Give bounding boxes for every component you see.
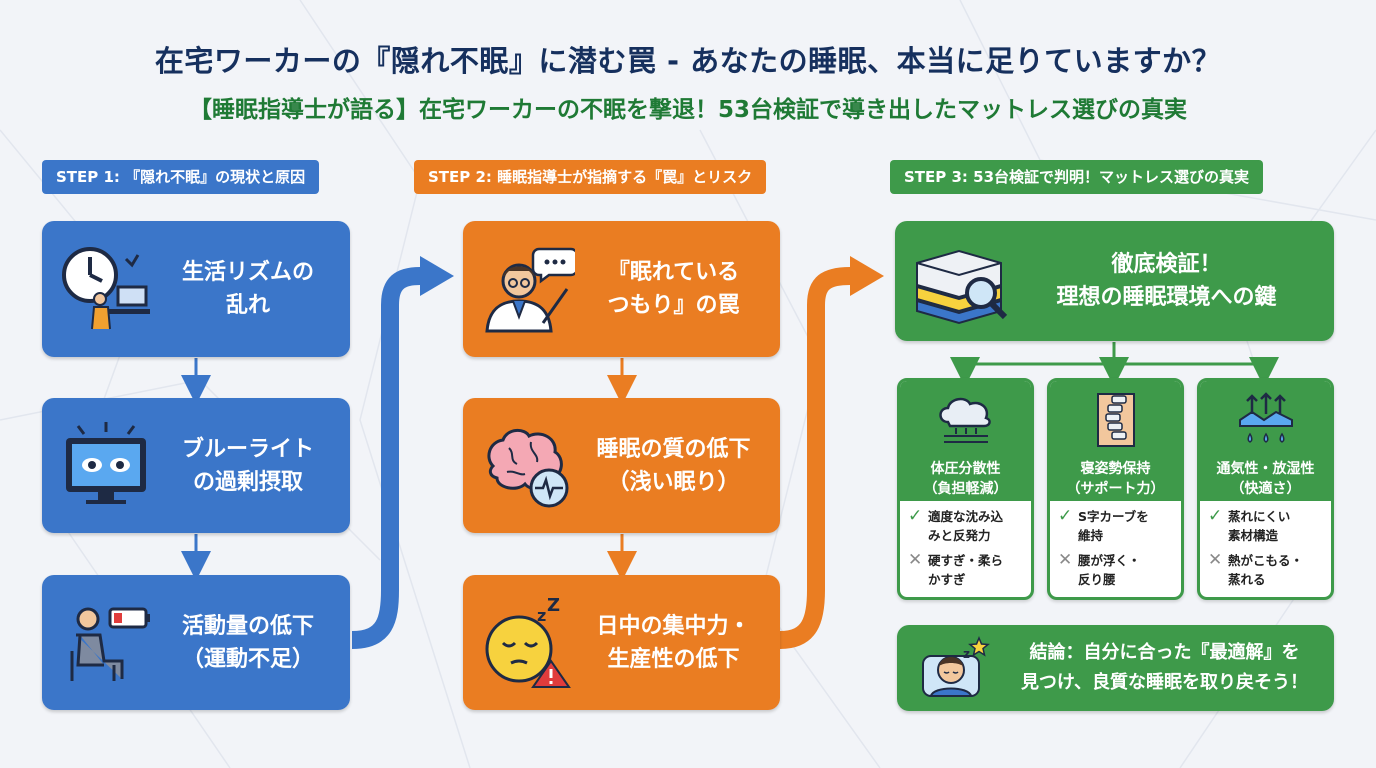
card2-good: ✓ S字カーブを維持 xyxy=(1050,507,1181,545)
step2-box-productivity: z Z 日中の集中力・生産性の低下 xyxy=(463,575,780,710)
card3-bad-line1: 熱がこもる・ xyxy=(1228,553,1304,568)
card1-good-line2: みと反発力 xyxy=(928,528,991,543)
card3-bad: ✕ 熱がこもる・蒸れる xyxy=(1200,551,1331,589)
card1-title-line2: （負担軽減） xyxy=(923,481,1008,497)
step1-box1-line1: 生活リズムの xyxy=(181,260,314,285)
mattress-magnifier-icon xyxy=(909,231,1009,331)
cross-icon: ✕ xyxy=(908,550,923,570)
step1-box-bluelight: ブルーライトの過剰摂取 xyxy=(42,398,350,533)
card2-bad-line1: 腰が浮く・ xyxy=(1078,553,1141,568)
page-subtitle: 【睡眠指導士が語る】在宅ワーカーの不眠を撃退！53台検証で導き出したマットレス選… xyxy=(188,97,1187,123)
arrow-step2-to-step3 xyxy=(779,267,851,649)
step2-box1-line1: 『眠れている xyxy=(607,260,740,285)
card3-good: ✓ 蒸れにくい素材構造 xyxy=(1200,507,1331,545)
check-icon: ✓ xyxy=(1208,506,1223,526)
step2-box1-line2: つもり』の罠 xyxy=(607,293,740,318)
card1-bad-line2: かすぎ xyxy=(928,572,966,587)
card2-bad-line2: 反り腰 xyxy=(1078,572,1116,587)
card3-bad-line2: 蒸れる xyxy=(1228,572,1266,587)
page-title: 在宅ワーカーの『隠れ不眠』に潜む罠 - あなたの睡眠、本当に足りていますか？ xyxy=(154,44,1222,78)
card1-bad: ✕ 硬すぎ・柔らかすぎ xyxy=(900,551,1031,589)
card3-title-line1: 通気性・放湿性 xyxy=(1216,461,1315,477)
card1-bad-line1: 硬すぎ・柔ら xyxy=(928,553,1004,568)
arrow-step3-branches xyxy=(965,342,1264,366)
card2-good-line2: 維持 xyxy=(1078,528,1104,543)
sleeping-person-icon: z xyxy=(915,636,995,700)
svg-text:z: z xyxy=(537,606,546,625)
check-icon: ✓ xyxy=(1058,506,1073,526)
step1-label: STEP 1: 『隠れ不眠』の現状と原因 xyxy=(42,160,320,194)
card3-good-line1: 蒸れにくい xyxy=(1228,509,1291,524)
check-icon: ✓ xyxy=(908,506,923,526)
card2-good-line1: S字カーブを xyxy=(1078,509,1149,524)
card2-bad: ✕ 腰が浮く・反り腰 xyxy=(1050,551,1181,589)
card1-good-line1: 適度な沈み込 xyxy=(928,509,1004,524)
step3-main-box: 徹底検証！ 理想の睡眠環境への鍵 xyxy=(895,221,1334,341)
card3-good-line2: 素材構造 xyxy=(1228,528,1279,543)
step1-box2-line2: の過剰摂取 xyxy=(192,469,303,495)
card1-title-line1: 体圧分散性 xyxy=(930,461,1001,477)
step1-box2-line1: ブルーライト xyxy=(181,436,314,462)
step1-box3-line2: （運動不足） xyxy=(181,646,314,672)
step2-box2-line2: （浅い眠り） xyxy=(607,469,740,495)
monitor-eyes-icon xyxy=(56,416,156,516)
svg-text:z: z xyxy=(963,647,970,661)
cloud-pressure-icon xyxy=(900,381,1031,459)
card-breathability: 通気性・放湿性 （快適さ） ✓ 蒸れにくい素材構造 ✕ 熱がこもる・蒸れる xyxy=(1197,378,1334,600)
step3-label: STEP 3: 53台検証で判明！マットレス選びの真実 xyxy=(890,160,1264,194)
card-pressure: 体圧分散性 （負担軽減） ✓ 適度な沈み込みと反発力 ✕ 硬すぎ・柔らかすぎ xyxy=(897,378,1034,600)
airflow-icon xyxy=(1200,381,1331,459)
low-battery-person-icon xyxy=(56,593,156,693)
cross-icon: ✕ xyxy=(1058,550,1073,570)
conclusion-line1: 結論：自分に合った『最適解』を xyxy=(1029,642,1300,663)
step2-box-trap: 『眠れているつもり』の罠 xyxy=(463,221,780,357)
clock-desk-icon xyxy=(56,239,156,339)
step2-label: STEP 2: 睡眠指導士が指摘する『罠』とリスク xyxy=(414,160,767,194)
brain-pulse-icon xyxy=(477,416,577,516)
card2-title-line1: 寝姿勢保持 xyxy=(1080,461,1151,477)
card1-good: ✓ 適度な沈み込みと反発力 xyxy=(900,507,1031,545)
cross-icon: ✕ xyxy=(1208,550,1223,570)
doctor-icon xyxy=(477,239,577,339)
step1-box3-line1: 活動量の低下 xyxy=(181,613,314,639)
step1-box1-line2: 乱れ xyxy=(225,293,270,318)
step2-box-quality: 睡眠の質の低下 （浅い眠り） xyxy=(463,398,780,533)
step1-box-activity: 活動量の低下 （運動不足） xyxy=(42,575,350,710)
step2-box3-line2: 生産性の低下 xyxy=(607,646,740,672)
svg-text:Z: Z xyxy=(547,595,560,616)
step3-main-line1: 徹底検証！ xyxy=(1111,252,1222,277)
card3-title-line2: （快適さ） xyxy=(1230,481,1301,497)
card-posture: 寝姿勢保持 （サポート力） ✓ S字カーブを維持 ✕ 腰が浮く・反り腰 xyxy=(1047,378,1184,600)
conclusion-line2: 見つけ、良質な睡眠を取り戻そう！ xyxy=(1020,672,1309,693)
step1-box-rhythm: 生活リズムの乱れ xyxy=(42,221,350,357)
step2-box3-line1: 日中の集中力・ xyxy=(596,613,751,639)
spine-icon xyxy=(1050,381,1181,459)
card2-title-line2: （サポート力） xyxy=(1066,481,1165,497)
step3-main-line2: 理想の睡眠環境への鍵 xyxy=(1056,285,1277,310)
sleepy-face-warning-icon: z Z xyxy=(477,593,577,693)
arrow-step1-to-step2 xyxy=(351,267,421,649)
conclusion-box: z 結論：自分に合った『最適解』を見つけ、良質な睡眠を取り戻そう！ xyxy=(897,625,1334,711)
step2-box2-line1: 睡眠の質の低下 xyxy=(596,436,751,462)
